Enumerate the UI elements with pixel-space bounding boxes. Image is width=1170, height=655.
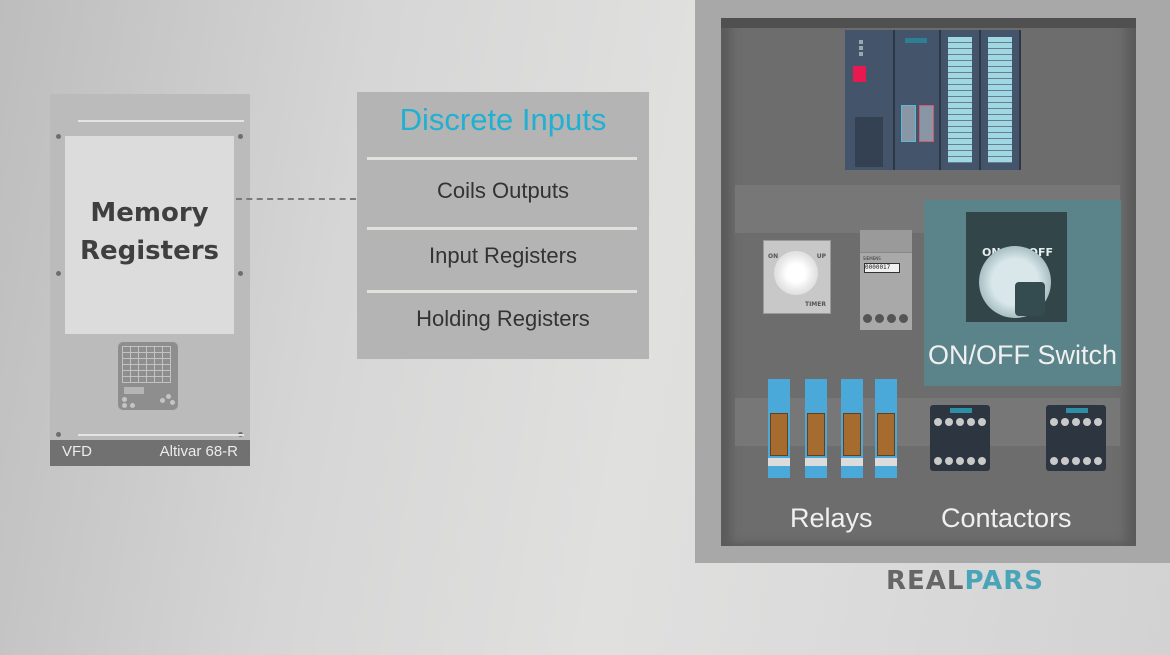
screw-icon xyxy=(238,271,243,276)
contactors-caption: Contactors xyxy=(941,503,1072,533)
vfd-label: VFD xyxy=(62,443,92,460)
screw-icon xyxy=(238,134,243,139)
relay-icon xyxy=(841,379,863,478)
on-off-switch[interactable]: ON OFF ON/OFF Switch xyxy=(924,200,1121,386)
logo-part-pars: PARS xyxy=(964,566,1045,596)
register-item-discrete-inputs[interactable]: Discrete Inputs xyxy=(399,102,607,137)
vfd-screen: Memory Registers xyxy=(65,136,234,334)
relay-icon xyxy=(805,379,827,478)
timer-up-label: UP xyxy=(816,253,826,260)
divider xyxy=(367,227,637,230)
divider xyxy=(78,434,244,436)
register-item-coils-outputs[interactable]: Coils Outputs xyxy=(436,178,570,203)
key-icon xyxy=(1015,282,1045,316)
siemens-badge xyxy=(905,38,927,43)
plc-icon xyxy=(845,30,1021,170)
dashed-connector xyxy=(236,198,356,200)
plc-reset-button-icon xyxy=(853,66,866,82)
title-line-2: Registers xyxy=(79,236,219,266)
relay-icon xyxy=(768,379,790,478)
divider xyxy=(367,290,637,293)
register-item-holding-registers[interactable]: Holding Registers xyxy=(416,306,590,331)
contactor-icon xyxy=(1046,405,1106,471)
counter-brand-label: SIEMENS xyxy=(863,256,881,261)
hour-counter: SIEMENS 0000017 xyxy=(860,230,912,330)
logo-part-real: REAL xyxy=(886,566,965,596)
title-line-1: Memory xyxy=(90,198,209,228)
vfd-model: Altivar 68-R xyxy=(159,443,238,460)
divider xyxy=(78,120,244,122)
vfd-footer: VFD Altivar 68-R xyxy=(50,440,250,466)
register-item-input-registers[interactable]: Input Registers xyxy=(429,243,577,268)
control-panel: ON UP TIMER SIEMENS 0000017 ON OFF ON/OF… xyxy=(695,0,1170,563)
timer-dial[interactable] xyxy=(774,251,818,295)
memory-registers-title: Memory Registers xyxy=(65,194,234,270)
screw-icon xyxy=(56,134,61,139)
screw-icon xyxy=(56,271,61,276)
divider xyxy=(367,157,637,160)
vfd-device: Memory Registers VFD Altivar 68-R xyxy=(50,94,250,466)
counter-display: 0000017 xyxy=(864,263,900,273)
realpars-logo: REALPARS xyxy=(886,566,1044,596)
screw-icon xyxy=(56,432,61,437)
switch-body: ON OFF xyxy=(966,212,1067,322)
timer-relay: ON UP TIMER xyxy=(763,240,831,314)
relay-icon xyxy=(875,379,897,478)
timer-on-label: ON xyxy=(768,253,779,260)
switch-caption: ON/OFF Switch xyxy=(927,340,1117,370)
register-type-list: Discrete Inputs Coils Outputs Input Regi… xyxy=(357,92,649,359)
relays-caption: Relays xyxy=(790,503,873,533)
vfd-keypad-icon xyxy=(118,342,178,410)
timer-brand-label: TIMER xyxy=(804,301,826,308)
contactor-icon xyxy=(930,405,990,471)
